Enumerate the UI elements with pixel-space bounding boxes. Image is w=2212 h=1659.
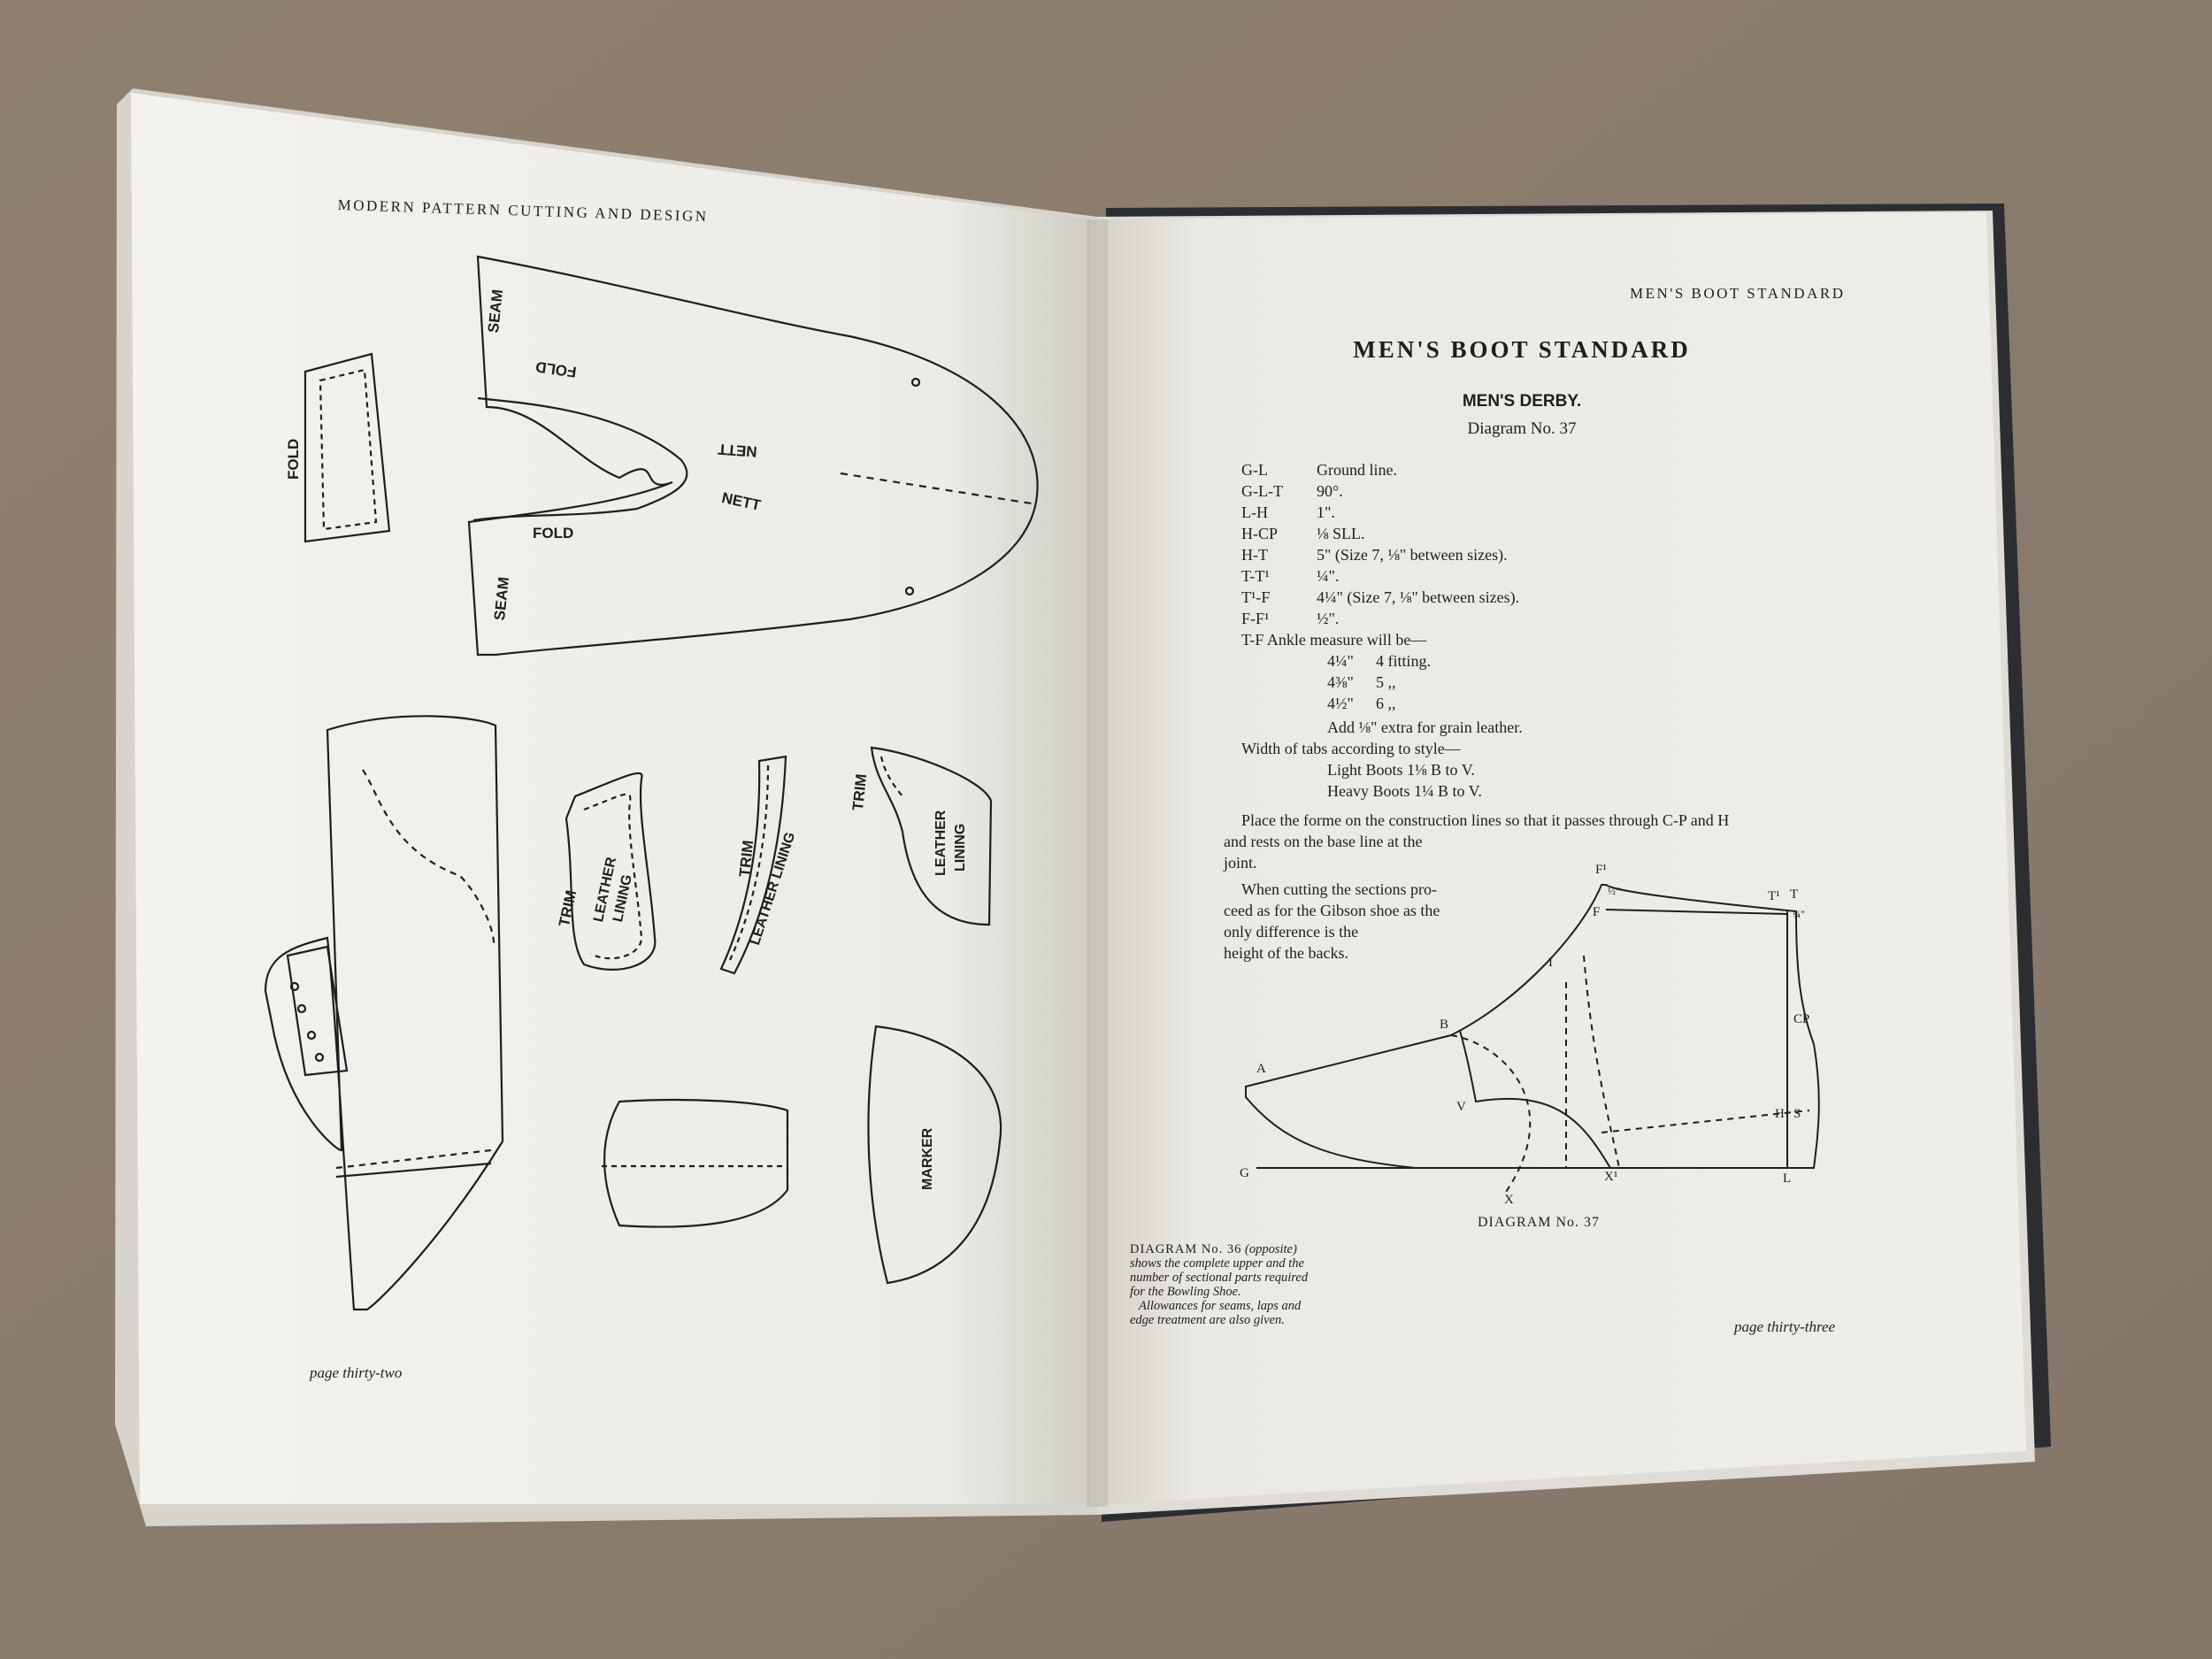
point-a: A [1256,1062,1266,1076]
point-f1: F¹ [1595,863,1607,877]
point-h: H [1775,1107,1785,1121]
para2-line: height of the backs. [1224,944,1348,962]
lining-piece-3 [870,746,993,926]
caption-opposite: (opposite) [1241,1242,1297,1256]
dim-quarter: ¼" [1793,908,1805,920]
fold-tab [303,352,391,543]
point-t: T [1790,887,1799,902]
point-s: S [1793,1107,1801,1121]
quarter-line [1459,1030,1611,1169]
tabs-row: Light Boots 1⅛ B to V. [1327,761,1475,779]
label-nett-top: NETT [717,440,758,460]
diagram-36-caption: DIAGRAM No. 36 (opposite) shows the comp… [1130,1242,1308,1327]
diagram-reference: Diagram No. 37 [1467,419,1577,438]
right-running-header: MEN'S BOOT STANDARD [1630,285,1846,302]
lining-piece-2 [719,755,787,975]
left-page-number: page thirty-two [310,1364,403,1381]
point-x: X [1504,1193,1514,1207]
gutter [1087,219,1108,1507]
ankle-fitting: 6 ,, [1376,695,1396,712]
ankle-size: 4¼" [1327,652,1354,670]
top-line [1605,909,1788,915]
vamp-inner [472,396,688,522]
point-t1: T¹ [1768,889,1780,903]
label-fold-tab: FOLD [285,438,302,480]
pattern-drawings [264,255,1039,1311]
ankle-fitting: 4 fitting. [1376,652,1431,670]
ankle-size: 4½" [1327,695,1354,712]
right-page [1104,212,2026,1504]
vamp-centre [840,472,1038,506]
point-x1: X¹ [1604,1170,1618,1184]
para2-line: ceed as for the Gibson shoe as the [1224,902,1440,919]
page-title: MEN'S BOOT STANDARD [1353,336,1691,363]
caption-line: Allowances for seams, laps and [1139,1299,1302,1313]
ankle-fitting: 5 ,, [1376,673,1396,691]
dim-half: ½" [1608,885,1620,897]
marker-piece [867,1025,1002,1285]
diagram-37 [1245,884,1820,1195]
caption-line: shows the complete upper and the [1130,1256,1304,1271]
add-line: Add ⅛" extra for grain leather. [1327,718,1523,736]
caption-line: number of sectional parts required [1130,1271,1309,1285]
caption-lead: DIAGRAM No. 36 [1130,1242,1242,1256]
toe-cap [603,1098,789,1228]
point-i: I [1548,956,1553,970]
para1-line: joint. [1224,854,1257,872]
subtitle: MEN'S DERBY. [1462,392,1582,411]
right-page-number: page thirty-three [1734,1318,1836,1335]
vamp-pattern [467,255,1039,657]
point-f: F [1593,905,1601,919]
lining-piece-1 [565,772,657,971]
label-fold-bottom: FOLD [533,525,574,541]
tabs-row: Heavy Boots 1¼ B to V. [1327,782,1482,800]
point-b: B [1440,1018,1449,1032]
diagram-label: DIAGRAM No. 37 [1478,1215,1600,1230]
caption-line: edge treatment are also given. [1130,1313,1285,1327]
boot-outline [1245,884,1820,1169]
point-l: L [1783,1171,1792,1186]
eyelet-facing [286,945,349,1077]
point-v: V [1456,1100,1466,1114]
para1-line: and rests on the base line at the [1224,833,1423,850]
left-page [131,93,1090,1504]
ankle-intro: T-F Ankle measure will be— [1241,631,1427,649]
ankle-size: 4⅜" [1327,673,1354,691]
point-cp: CP [1793,1012,1810,1026]
para2-line: only difference is the [1224,923,1359,941]
label-marker: MARKER [920,1127,935,1190]
para1-line: Place the forme on the construction line… [1241,811,1730,829]
label-lining-3: LINING [953,823,968,872]
label-leather-3: LEATHER [933,810,949,876]
caption-line: for the Bowling Shoe. [1130,1285,1241,1299]
para2-line: When cutting the sections pro- [1241,880,1437,898]
tabs-intro: Width of tabs according to style— [1241,740,1461,757]
point-g: G [1240,1166,1249,1180]
